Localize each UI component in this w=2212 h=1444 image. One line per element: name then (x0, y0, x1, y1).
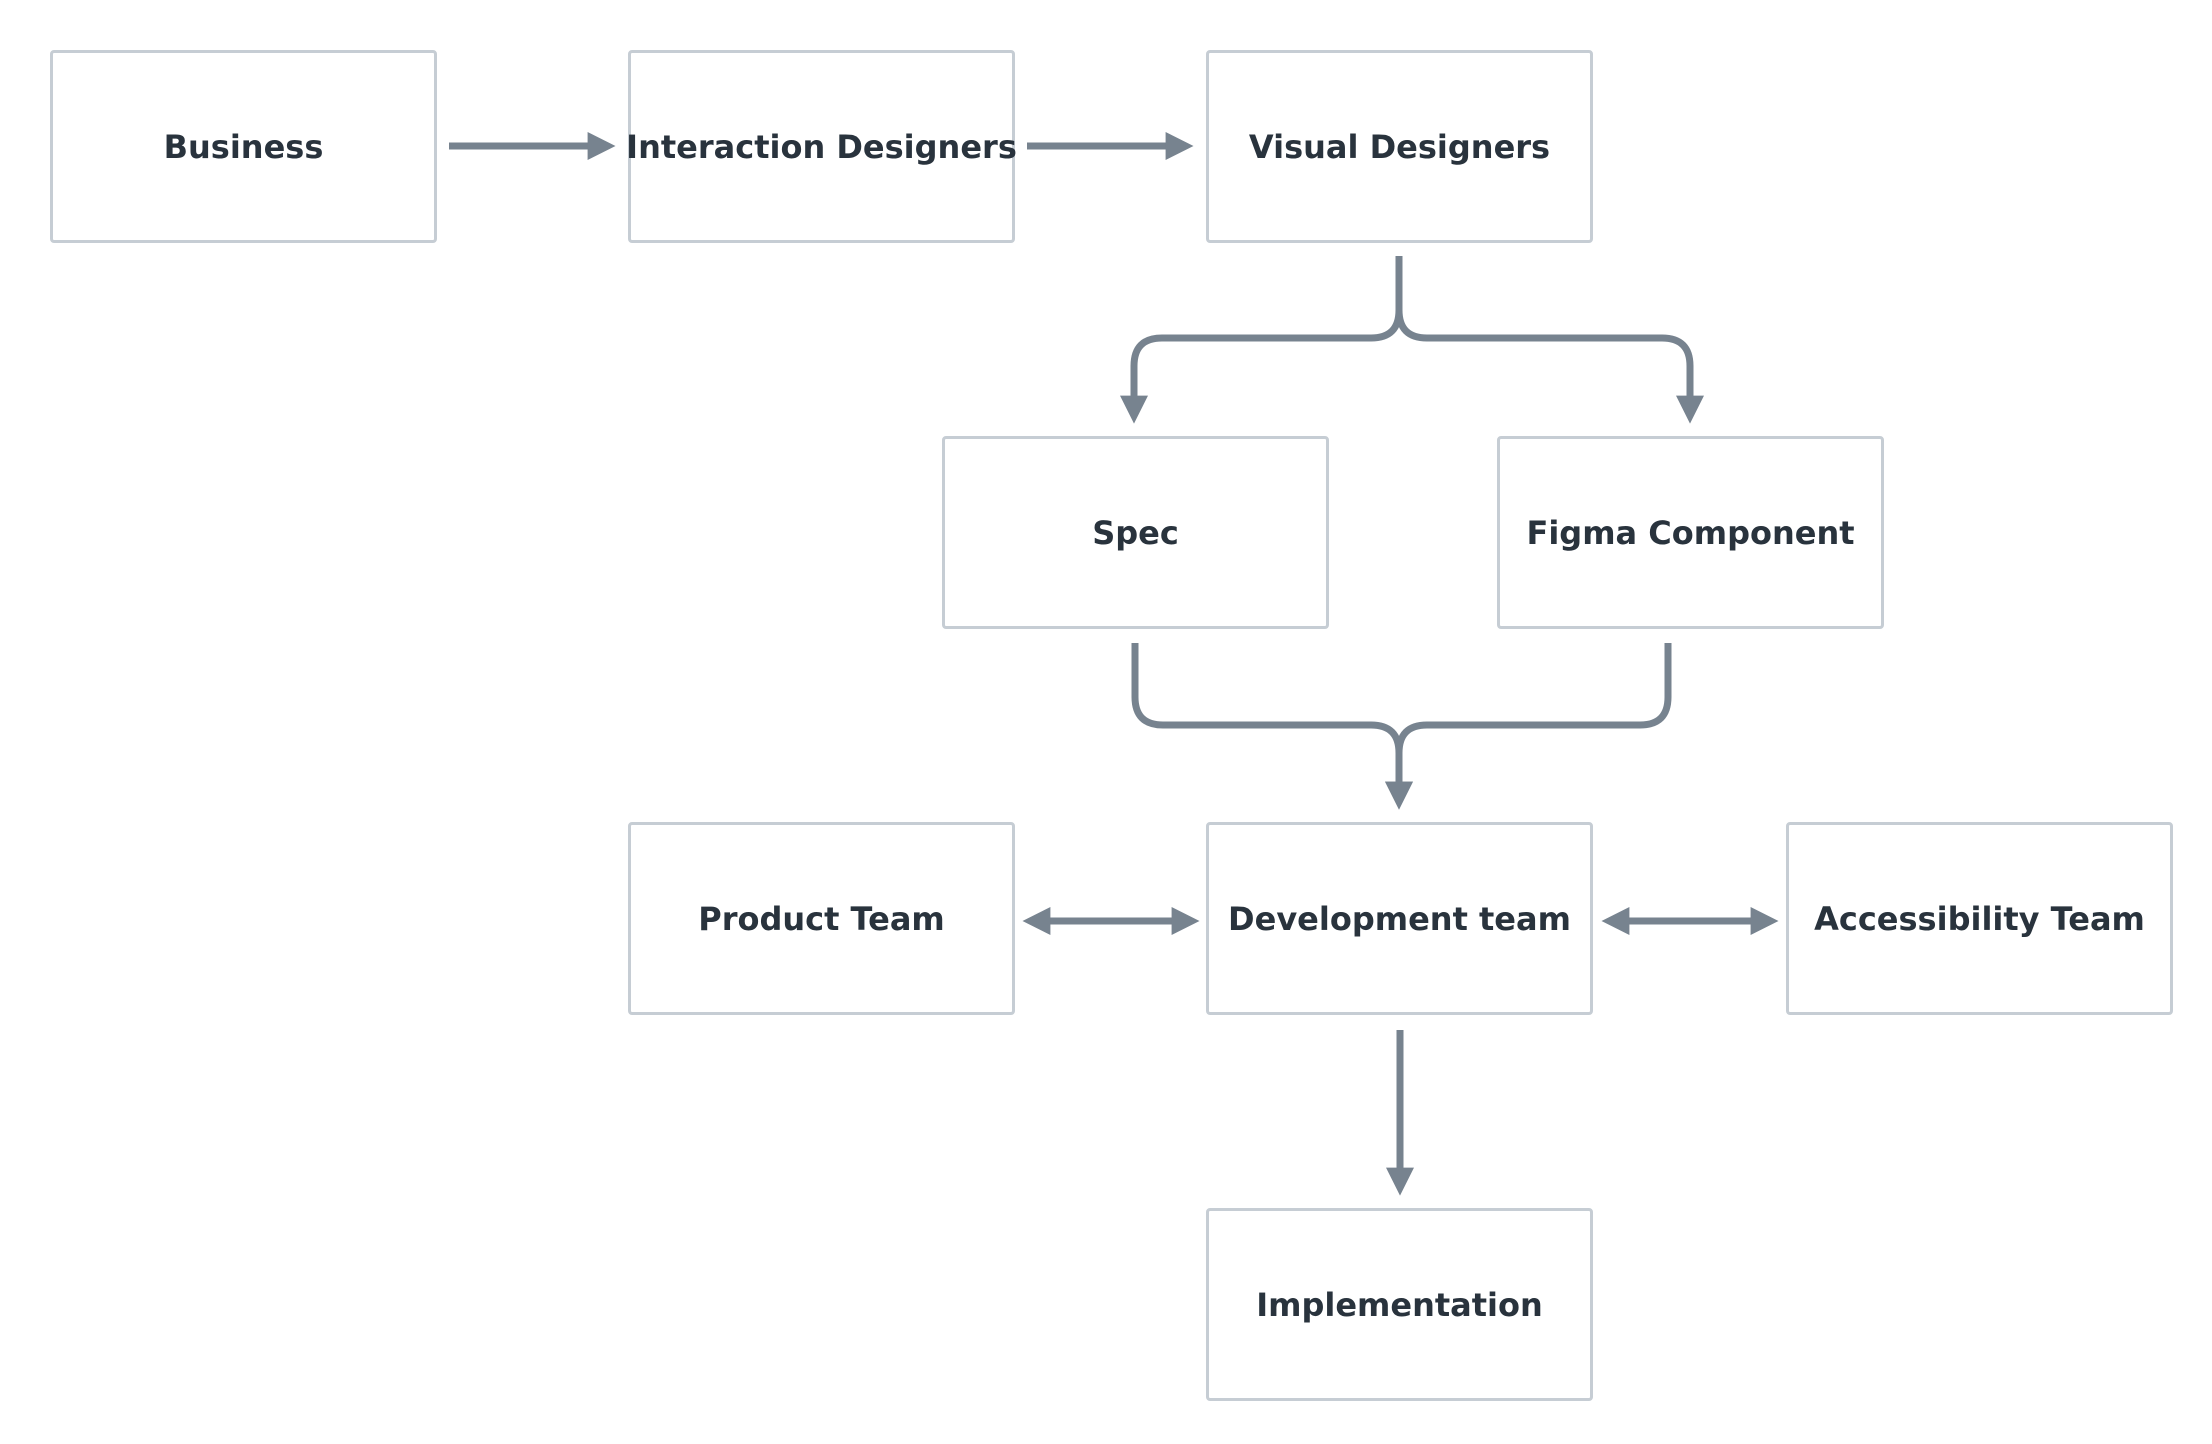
node-figma-component: Figma Component (1497, 436, 1884, 629)
node-spec: Spec (942, 436, 1329, 629)
node-development-team: Development team (1206, 822, 1593, 1015)
node-label: Visual Designers (1248, 127, 1551, 166)
node-label: Implementation (1256, 1285, 1543, 1324)
node-label: Product Team (698, 899, 945, 938)
node-label: Spec (1092, 513, 1179, 552)
node-label: Accessibility Team (1814, 899, 2145, 938)
node-accessibility-team: Accessibility Team (1786, 822, 2173, 1015)
node-implementation: Implementation (1206, 1208, 1593, 1401)
node-label: Business (163, 127, 324, 166)
edge-spec-to-development (1131, 643, 1413, 810)
edge-visual-to-figma (1395, 256, 1704, 424)
node-product-team: Product Team (628, 822, 1015, 1015)
node-interaction-designers: Interaction Designers (626, 50, 1017, 243)
node-business: Business (50, 50, 437, 243)
edge-visual-to-spec (1120, 256, 1403, 424)
edge-figma-to-development (1385, 643, 1672, 810)
node-label: Interaction Designers (626, 127, 1017, 166)
node-label: Figma Component (1526, 513, 1855, 552)
node-label: Development team (1228, 899, 1571, 938)
node-visual-designers: Visual Designers (1206, 50, 1593, 243)
